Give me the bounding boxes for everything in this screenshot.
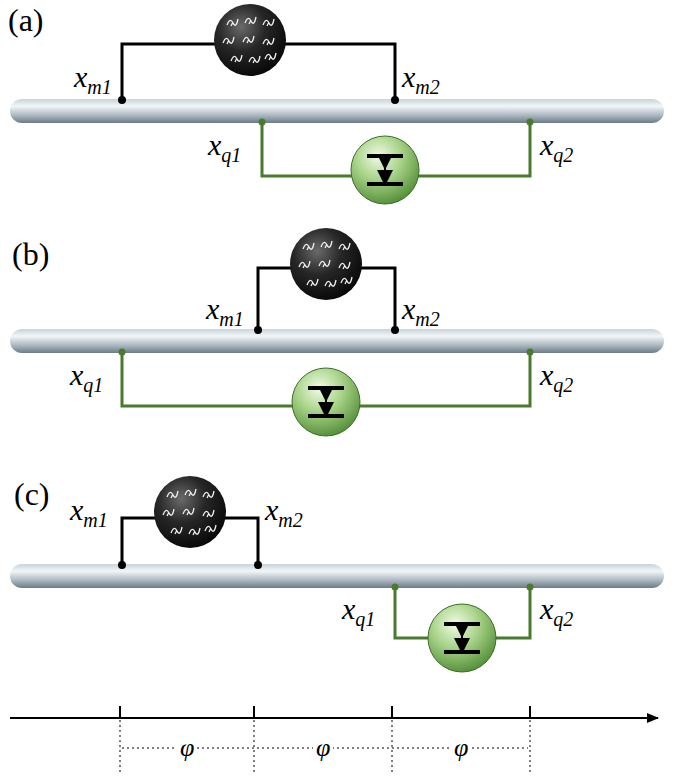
spin-mark xyxy=(263,19,274,26)
spin-mark xyxy=(325,280,336,287)
panel-label: (a) xyxy=(8,4,44,36)
spin-mark xyxy=(265,53,276,60)
position-subscript: m1 xyxy=(219,309,243,329)
spin-mark xyxy=(203,491,214,498)
position-subscript: m1 xyxy=(83,510,107,530)
position-symbol: x xyxy=(402,62,415,92)
position-symbol: x xyxy=(540,130,553,160)
spin-mark xyxy=(303,243,314,250)
axis xyxy=(10,717,658,719)
spin-mark xyxy=(231,55,242,62)
spin-mark xyxy=(321,241,332,248)
position-label: xq2 xyxy=(540,594,573,624)
position-label: xq1 xyxy=(342,594,375,624)
position-subscript: m2 xyxy=(415,309,439,329)
panel-label: (c) xyxy=(14,478,50,510)
spin-mark xyxy=(339,243,350,250)
spin-mark xyxy=(307,279,318,286)
qubit xyxy=(428,604,496,672)
spin-mark xyxy=(263,38,274,45)
position-subscript: m2 xyxy=(415,77,439,97)
position-label: xm1 xyxy=(206,294,244,324)
dotted-guides xyxy=(120,720,530,772)
spin-ensemble xyxy=(154,476,226,548)
spin-mark xyxy=(183,508,194,515)
position-label: xm2 xyxy=(402,62,440,92)
position-symbol: x xyxy=(540,594,553,624)
spin-ensemble xyxy=(290,228,362,300)
position-label: xm1 xyxy=(70,495,108,525)
spin-mark xyxy=(243,36,254,43)
waveguide xyxy=(10,329,664,353)
spin-mark xyxy=(171,527,182,534)
position-symbol: x xyxy=(74,62,87,92)
position-symbol: x xyxy=(402,294,415,324)
spacing-label: φ xyxy=(313,735,333,761)
position-symbol: x xyxy=(206,294,219,324)
spin-mark xyxy=(227,19,238,26)
spin-mark xyxy=(203,510,214,517)
spin-mark xyxy=(245,17,256,24)
spin-mark xyxy=(167,491,178,498)
position-subscript: q2 xyxy=(553,375,573,395)
spin-mark xyxy=(249,56,260,63)
spin-mark xyxy=(189,528,200,535)
qubit xyxy=(351,136,419,204)
position-symbol: x xyxy=(265,495,278,525)
spin-mark xyxy=(223,37,234,44)
position-subscript: m2 xyxy=(278,510,302,530)
position-label: xm2 xyxy=(265,495,303,525)
position-subscript: q1 xyxy=(355,609,375,629)
position-symbol: x xyxy=(342,594,355,624)
panel-label: (b) xyxy=(12,238,49,270)
axis-ticks xyxy=(120,706,530,718)
position-subscript: q2 xyxy=(553,609,573,629)
qubit xyxy=(292,368,360,436)
position-symbol: x xyxy=(208,130,221,160)
position-symbol: x xyxy=(70,495,83,525)
position-subscript: q1 xyxy=(83,375,103,395)
position-subscript: q2 xyxy=(553,145,573,165)
position-label: xq1 xyxy=(70,360,103,390)
spacing-label: φ xyxy=(177,735,197,761)
position-symbol: x xyxy=(70,360,83,390)
position-subscript: m1 xyxy=(87,77,111,97)
spin-ensemble xyxy=(214,4,286,76)
spin-mark xyxy=(205,525,216,532)
spin-mark xyxy=(341,277,352,284)
position-label: xq1 xyxy=(208,130,241,160)
spin-mark xyxy=(163,509,174,516)
position-symbol: x xyxy=(540,360,553,390)
position-subscript: q1 xyxy=(221,145,241,165)
position-label: xq2 xyxy=(540,360,573,390)
position-label: xq2 xyxy=(540,130,573,160)
spacing-label: φ xyxy=(451,735,471,761)
position-label: xm1 xyxy=(74,62,112,92)
waveguide xyxy=(10,564,664,588)
spin-mark xyxy=(339,262,350,269)
waveguide xyxy=(10,99,664,123)
spin-mark xyxy=(299,261,310,268)
position-label: xm2 xyxy=(402,294,440,324)
spin-mark xyxy=(185,489,196,496)
spin-mark xyxy=(319,260,330,267)
